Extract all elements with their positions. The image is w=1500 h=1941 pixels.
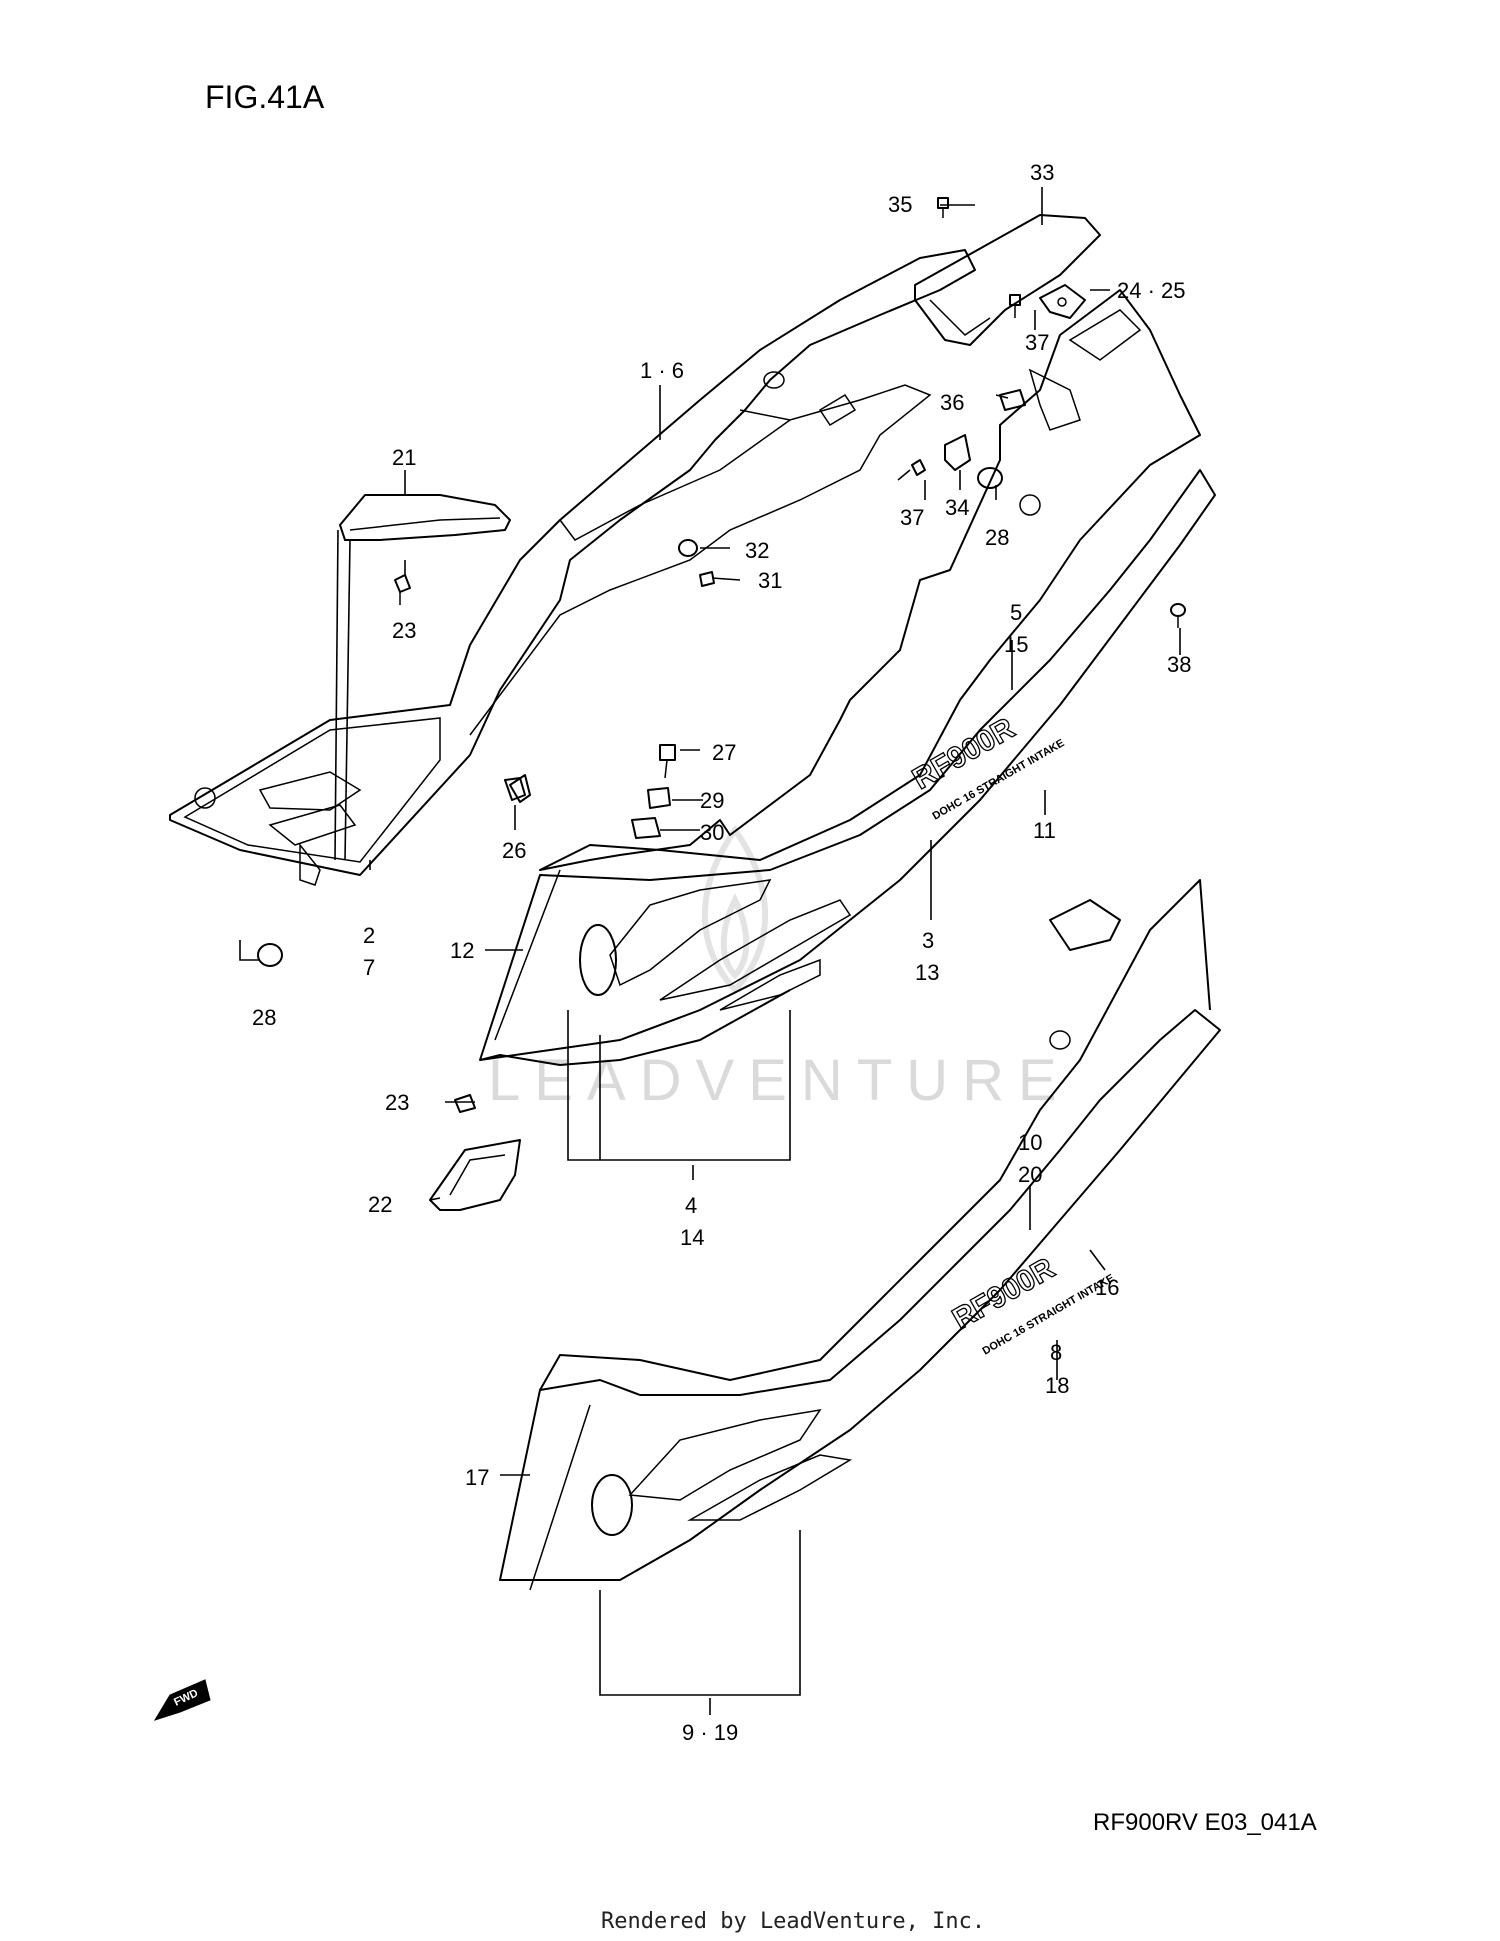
leader-lines [239, 187, 1181, 1715]
callout-38: 38 [1167, 652, 1191, 677]
callout-23b: 23 [385, 1090, 409, 1115]
callout-31: 31 [758, 568, 782, 593]
side-cover-upper: RF900R DOHC 16 STRAIGHT INTAKE [479, 289, 1216, 1066]
callout-34: 34 [945, 495, 969, 520]
callout-33: 33 [1030, 160, 1054, 185]
footer-credit: Rendered by LeadVenture, Inc. [601, 1909, 985, 1934]
watermark-logo [702, 824, 768, 995]
callout-21: 21 [392, 445, 416, 470]
part-22 [429, 1139, 521, 1211]
callout-37b: 37 [900, 505, 924, 530]
callout-13: 13 [915, 960, 939, 985]
callout-30: 30 [700, 820, 724, 845]
callout-5: 5 [1010, 600, 1022, 625]
fwd-arrow-icon: FWD [153, 1679, 211, 1721]
callout-4: 4 [685, 1193, 697, 1218]
bracket-24-25 [1039, 284, 1086, 319]
tail-cover-33 [914, 214, 1101, 346]
callouts: 33 35 24 · 25 37 36 37 34 28 1 · 6 21 23… [252, 160, 1191, 1745]
callout-12: 12 [450, 938, 474, 963]
callout-20: 20 [1018, 1162, 1042, 1187]
callout-14: 14 [680, 1225, 704, 1250]
callout-27: 27 [712, 740, 736, 765]
callout-24-25: 24 · 25 [1117, 278, 1186, 303]
callout-28a: 28 [985, 525, 1009, 550]
callout-2: 2 [363, 923, 375, 948]
callout-18: 18 [1045, 1373, 1069, 1398]
callout-23a: 23 [392, 618, 416, 643]
callout-3: 3 [922, 928, 934, 953]
callout-22: 22 [368, 1192, 392, 1217]
callout-16: 16 [1095, 1275, 1119, 1300]
callout-29: 29 [700, 788, 724, 813]
callout-17: 17 [465, 1465, 489, 1490]
callout-37a: 37 [1025, 330, 1049, 355]
callout-26: 26 [502, 838, 526, 863]
callout-1-6: 1 · 6 [640, 358, 684, 383]
figure-title: FIG.41A [205, 79, 325, 115]
side-cover-lower: RF900R DOHC 16 STRAIGHT INTAKE [499, 879, 1221, 1591]
drawing-code: RF900RV E03_041A [1093, 1809, 1317, 1836]
callout-35: 35 [888, 192, 912, 217]
callout-32: 32 [745, 538, 769, 563]
callout-9-19: 9 · 19 [682, 1720, 738, 1745]
watermark: LEADVENTURE [488, 1048, 1071, 1113]
callout-8: 8 [1050, 1340, 1062, 1365]
callout-36: 36 [940, 390, 964, 415]
frame-cover-assembly [169, 249, 976, 886]
callout-15: 15 [1004, 632, 1028, 657]
callout-28b: 28 [252, 1005, 276, 1030]
callout-11: 11 [1033, 818, 1056, 843]
callout-10: 10 [1018, 1130, 1042, 1155]
fasteners [257, 197, 1186, 1113]
part-21 [339, 494, 511, 541]
callout-7: 7 [363, 955, 375, 980]
